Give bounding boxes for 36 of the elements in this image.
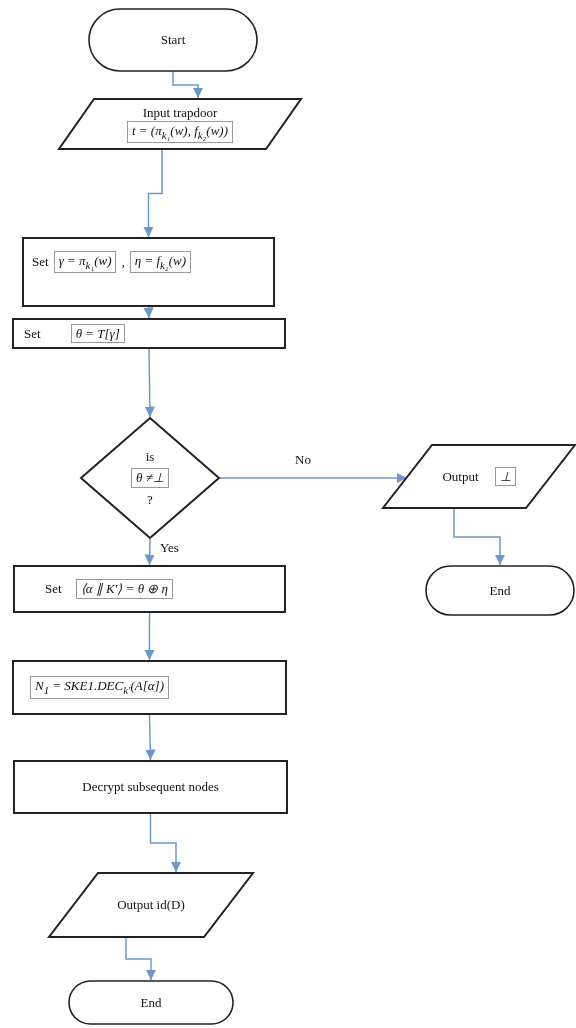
arrow [144,538,155,566]
arrow [219,472,408,484]
node-label: Decrypt subsequent nodes [82,779,219,795]
arrow [143,306,154,319]
node-label: ? [147,491,153,508]
node-label: Output [442,468,479,485]
formula: ⟨α ∥ K′⟩ = θ ⊕ η [75,579,174,599]
node-label: Set [24,325,41,342]
decision-diamond [80,417,220,539]
node-label: End [140,994,162,1011]
node-label: Set [32,254,49,270]
node-label: End [489,582,511,599]
io-parallelogram [382,444,576,509]
arrow [143,149,163,238]
process-box [13,760,288,814]
formula: θ ≠⊥ [131,468,169,488]
process-box [22,237,275,307]
process-box [13,565,286,613]
arrow [125,937,157,981]
arrow [144,612,155,661]
arrow [145,714,156,761]
arrow [144,348,156,418]
io-parallelogram [48,872,254,938]
arrow [149,813,182,873]
arrow [172,71,204,99]
formula: N$_{1}$ = SKE1.DEC$_{k′}$(A[α]) [30,676,169,699]
process-box [12,318,286,349]
node-label: , [121,254,125,270]
node-label: Input trapdoor [142,104,218,121]
arrow [453,508,506,566]
node-label: Output id(D) [117,897,185,913]
process-box [12,660,287,715]
io-parallelogram [58,98,302,150]
node-label: Start [160,32,186,48]
node-label: Set [45,581,62,597]
node-label: is [145,448,155,465]
